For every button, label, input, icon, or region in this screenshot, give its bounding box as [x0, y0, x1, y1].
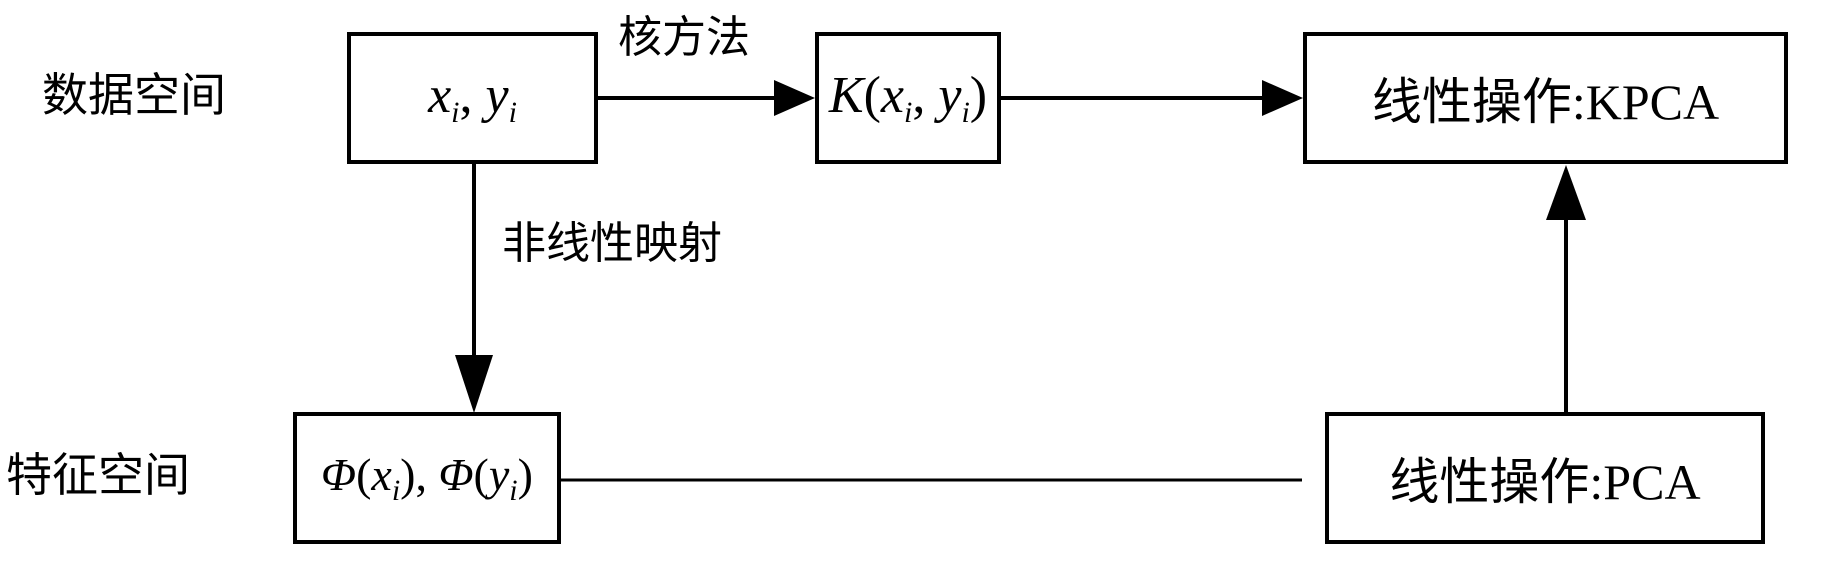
edge-label-nonlinear-mapping: 非线性映射: [502, 218, 722, 269]
node-pca-label: 线性操作:PCA: [1389, 454, 1701, 510]
node-kernel: K(xi, yi): [815, 32, 1001, 164]
node-input: xi, yi: [347, 32, 598, 164]
node-feature-formula: Φ(xi), Φ(yi): [321, 449, 533, 507]
arrowhead-down-icon: [455, 355, 493, 413]
edge-label-kernel-method: 核方法: [618, 12, 750, 63]
node-pca: 线性操作:PCA: [1325, 412, 1765, 544]
arrowhead-up-icon: [1546, 165, 1586, 220]
arrowhead-right-icon: [1262, 80, 1303, 116]
node-kernel-formula: K(xi, yi): [828, 67, 988, 129]
row-label-data-space: 数据空间: [42, 68, 226, 122]
node-input-formula: xi, yi: [428, 67, 517, 129]
row-label-feature-space: 特征空间: [6, 448, 190, 502]
node-feature: Φ(xi), Φ(yi): [293, 412, 561, 544]
node-kpca-label: 线性操作:KPCA: [1371, 74, 1720, 130]
node-kpca: 线性操作:KPCA: [1303, 32, 1788, 164]
arrowhead-right-icon: [774, 80, 815, 116]
